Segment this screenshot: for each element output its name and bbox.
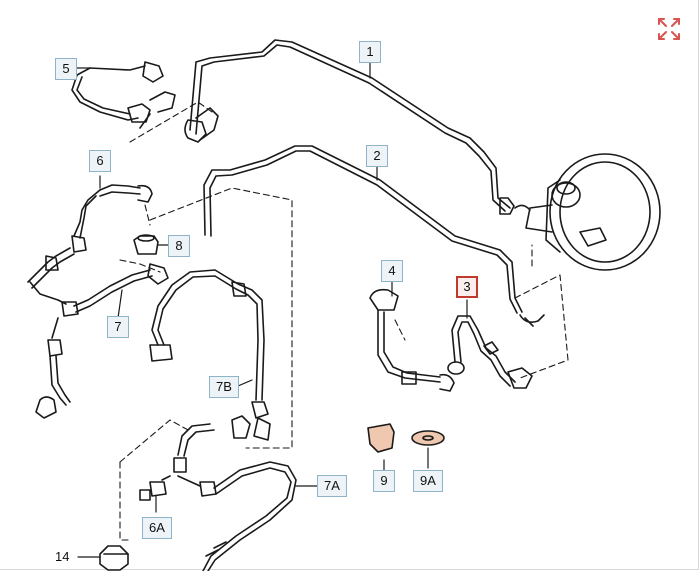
part-8-cap [133, 234, 159, 255]
callout-7b[interactable]: 7B [209, 376, 239, 398]
part-14-nut [99, 545, 129, 571]
callout-9a[interactable]: 9A [413, 470, 443, 492]
brake-line-6 [27, 184, 153, 419]
brake-line-1 [189, 39, 515, 215]
callout-5[interactable]: 5 [55, 58, 77, 80]
brake-line-7b [149, 269, 271, 441]
callout-8[interactable]: 8 [168, 235, 190, 257]
callout-7[interactable]: 7 [107, 316, 129, 338]
callout-14[interactable]: 14 [55, 549, 70, 564]
callout-7a[interactable]: 7A [317, 475, 347, 497]
callout-6a[interactable]: 6A [142, 517, 172, 539]
callout-3[interactable]: 3 [456, 276, 478, 298]
callout-9[interactable]: 9 [373, 470, 395, 492]
leader-lines [74, 61, 468, 558]
expand-arrows-icon[interactable] [656, 16, 682, 42]
brake-booster [514, 153, 661, 327]
callout-4[interactable]: 4 [381, 260, 403, 282]
callout-1[interactable]: 1 [359, 41, 381, 63]
brake-line-3 [447, 315, 533, 389]
part-9-pad [367, 423, 395, 453]
part-9a-washer [411, 430, 445, 446]
brake-line-7a [139, 423, 297, 571]
callout-6[interactable]: 6 [89, 150, 111, 172]
brake-line-4 [369, 288, 455, 392]
brake-line-5 [71, 61, 219, 143]
dashed-assembly-lines [119, 101, 569, 541]
brake-line-2 [203, 145, 523, 314]
brake-line-7 [73, 263, 169, 313]
callout-2[interactable]: 2 [366, 145, 388, 167]
